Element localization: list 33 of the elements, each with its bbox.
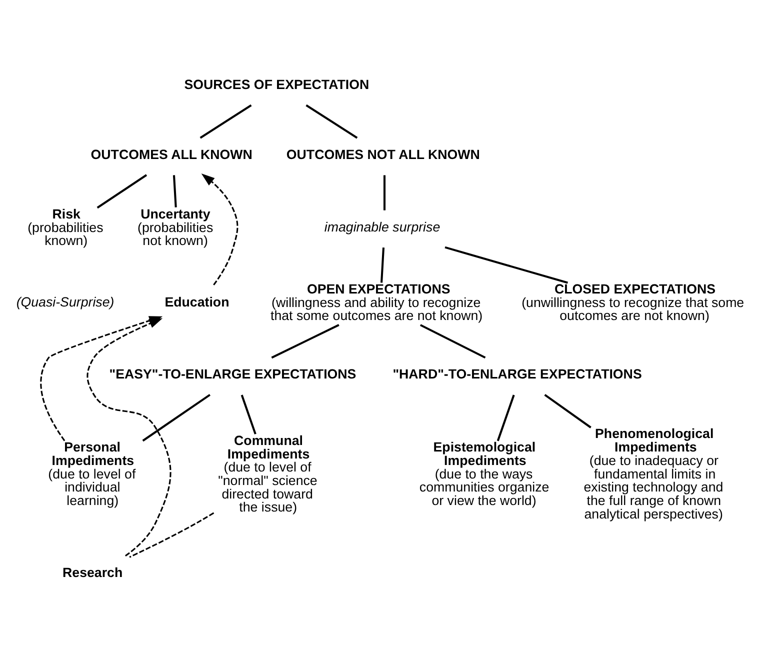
- node-text: Research: [62, 564, 123, 580]
- node-text: Epistemological Impediments (due to the ways communities organize or view the world): [419, 439, 550, 508]
- node-text: "EASY"-TO-ENLARGE EXPECTATIONS: [109, 366, 356, 382]
- connector: [383, 174, 386, 210]
- connector: [544, 393, 592, 428]
- connector: [142, 393, 210, 442]
- node-text: SOURCES OF EXPECTATION: [184, 76, 370, 92]
- connector: [444, 246, 568, 284]
- connector: [496, 394, 515, 441]
- node-text: Uncertanty (probabilities not known): [138, 206, 214, 248]
- node-text: imaginable surprise: [324, 218, 440, 234]
- connector: [240, 394, 256, 434]
- node-text: Phenomenological Impediments (due to inadequacy or fundamental limits in existing technology and the full range of known analytical perspectives): [584, 426, 724, 521]
- node-text: CLOSED EXPECTATIONS (unwillingness to recognize that some outcomes are not known): [522, 280, 744, 323]
- node-text: OUTCOMES ALL KNOWN: [90, 146, 252, 162]
- connector: [129, 512, 214, 558]
- node-text: Risk (probabilities known): [28, 206, 104, 248]
- arrow: [201, 172, 238, 285]
- connector: [271, 324, 340, 358]
- connector: [200, 104, 252, 138]
- node-text: Communal Impediments (due to level of "normal" science directed toward the issue): [218, 432, 318, 514]
- node-text: OUTCOMES NOT ALL KNOWN: [286, 146, 480, 162]
- node-text: Education: [164, 294, 230, 309]
- node-text: Personal Impediments (due to level of individual learning): [48, 439, 136, 508]
- connector: [96, 174, 148, 208]
- node-text: OPEN EXPECTATIONS (willingness and ability to recognize that some outcomes are not known): [270, 280, 483, 323]
- connector: [172, 174, 177, 207]
- label: (Quasi-Surprise): [16, 294, 114, 309]
- connector: [380, 246, 385, 282]
- arrow: [86, 318, 172, 556]
- connector: [306, 104, 358, 138]
- connector: [420, 324, 486, 358]
- node-text: "HARD"-TO-ENLARGE EXPECTATIONS: [392, 366, 642, 382]
